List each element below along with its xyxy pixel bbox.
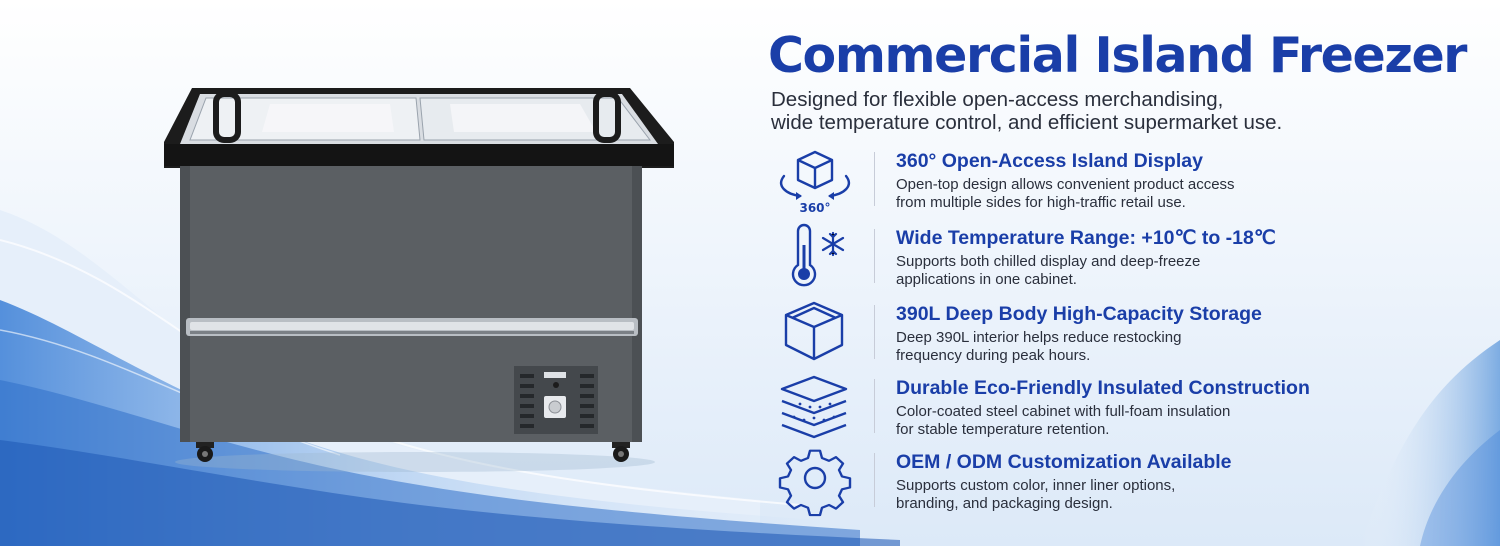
divider [874,453,875,507]
subtitle-line: wide temperature control, and efficient … [771,111,1283,134]
rotating-box-360-icon: 360° [770,146,860,216]
open-box-icon [770,299,860,369]
feature-description-line: Open-top design allows convenient produc… [896,176,1235,193]
feature-description-line: branding, and packaging design. [896,495,1113,512]
divider [874,305,875,359]
feature-description-line: for stable temperature retention. [896,421,1110,438]
feature-list: 360° 360° Open-Access Island Display Ope… [770,146,1490,526]
feature-description-line: Supports both chilled display and deep-f… [896,253,1201,270]
divider [874,229,875,283]
divider [874,152,875,206]
feature-title: OEM / ODM Customization Available [896,451,1232,473]
subtitle-line: Designed for flexible open-access mercha… [771,88,1224,111]
feature-title: 360° Open-Access Island Display [896,150,1203,172]
feature-description-line: from multiple sides for high-traffic ret… [896,194,1186,211]
feature-description: Deep 390L interior helps reduce restocki… [896,329,1366,365]
feature-item-customization: OEM / ODM Customization Available Suppor… [770,447,1490,521]
island-freezer-image [150,80,690,470]
feature-item-temperature-range: Wide Temperature Range: +10℃ to -18℃ Sup… [770,223,1490,297]
insulation-layers-icon [770,373,860,443]
feature-item-360-display: 360° 360° Open-Access Island Display Ope… [770,146,1490,220]
gear-icon [770,447,860,517]
feature-description-line: applications in one cabinet. [896,271,1077,288]
icon-caption: 360° [799,201,830,215]
feature-description-line: frequency during peak hours. [896,347,1091,364]
feature-description-line: Supports custom color, inner liner optio… [896,477,1176,494]
feature-title: Durable Eco-Friendly Insulated Construct… [896,377,1310,399]
feature-title: Wide Temperature Range: +10℃ to -18℃ [896,227,1276,249]
feature-item-storage-capacity: 390L Deep Body High-Capacity Storage Dee… [770,299,1490,373]
feature-description: Supports both chilled display and deep-f… [896,253,1366,289]
feature-title: 390L Deep Body High-Capacity Storage [896,303,1262,325]
feature-description-line: Color-coated steel cabinet with full-foa… [896,403,1231,420]
feature-description: Color-coated steel cabinet with full-foa… [896,403,1366,439]
thermometer-snowflake-icon [770,223,860,293]
divider [874,379,875,433]
subtitle: Designed for flexible open-access mercha… [771,88,1471,134]
feature-description: Supports custom color, inner liner optio… [896,477,1366,513]
feature-item-insulated-construction: Durable Eco-Friendly Insulated Construct… [770,373,1490,447]
feature-description-line: Deep 390L interior helps reduce restocki… [896,329,1182,346]
feature-description: Open-top design allows convenient produc… [896,176,1366,212]
page-title: Commercial Island Freezer [768,27,1467,84]
